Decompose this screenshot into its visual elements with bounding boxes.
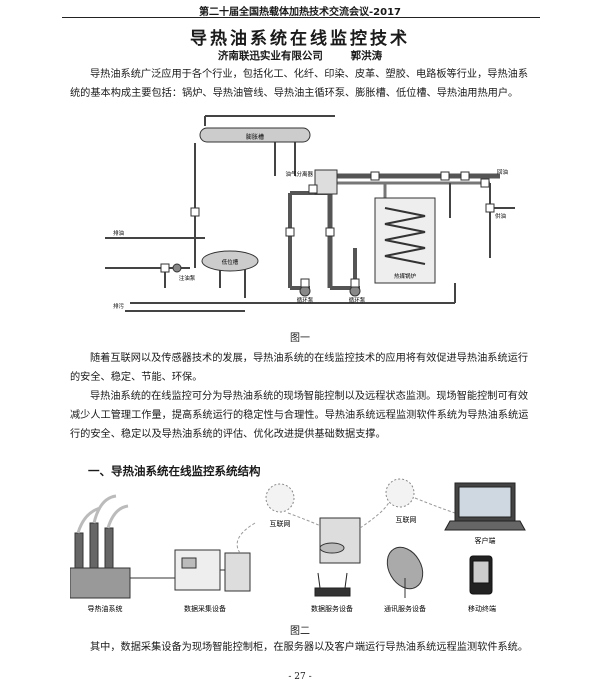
server-icon bbox=[319, 517, 361, 564]
label-collector: 数据采集设备 bbox=[184, 604, 226, 613]
label-server: 数据服务设备 bbox=[311, 604, 353, 613]
label-boiler: 热媒锅炉 bbox=[394, 272, 417, 280]
label-mobile: 移动终端 bbox=[468, 604, 496, 613]
authors-line: 济南联迅实业有限公司 郭洪涛 bbox=[0, 48, 600, 63]
figure-1-caption: 图一 bbox=[290, 333, 310, 344]
label-supply: 供油 bbox=[495, 212, 507, 220]
paragraph-4: 其中，数据采集设备为现场智能控制柜，在服务器以及客户端运行导热油系统远程监测软件… bbox=[90, 642, 529, 653]
expansion-tank bbox=[199, 127, 311, 143]
label-return: 回油 bbox=[497, 168, 509, 176]
article-title: 导热油系统在线监控技术 bbox=[190, 29, 410, 49]
label-fill-pump: 注油泵 bbox=[179, 274, 196, 282]
fill-pump bbox=[172, 263, 182, 273]
internet-right-icon bbox=[385, 478, 415, 508]
author-name: 郭洪涛 bbox=[350, 50, 383, 62]
author-company: 济南联迅实业有限公司 bbox=[217, 50, 323, 62]
label-circ-pump: 循环泵 bbox=[297, 296, 314, 304]
label-low-tank: 低位槽 bbox=[222, 258, 239, 266]
label-drain-2: 排污 bbox=[113, 302, 125, 310]
label-system: 导热油系统 bbox=[88, 604, 123, 613]
label-drain: 排油 bbox=[113, 229, 125, 237]
data-collector-device bbox=[130, 549, 251, 592]
section-heading-1: 一、导热油系统在线监控系统结构 bbox=[88, 464, 261, 478]
header-rule bbox=[62, 17, 540, 18]
laptop-client-icon bbox=[444, 482, 526, 531]
figure-2-caption: 图二 bbox=[290, 626, 310, 637]
label-gas-separator: 油气分离器 bbox=[285, 170, 313, 178]
router-icon bbox=[314, 572, 351, 597]
label-comm: 通讯服务设备 bbox=[384, 604, 426, 613]
gas-separator bbox=[314, 169, 338, 195]
low-level-tank bbox=[201, 250, 259, 272]
label-circ-pump-2: 循环泵 bbox=[349, 296, 366, 304]
label-expansion-tank: 膨胀槽 bbox=[246, 133, 264, 141]
factory-illustration bbox=[70, 494, 131, 599]
label-client: 客户端 bbox=[475, 536, 496, 545]
figure-2-architecture: 互联网 互联网 客户端 导热油系统 数据采集设备 数据服务设备 通讯服务设备 移… bbox=[70, 478, 526, 613]
paragraph-3: 导热油系统的在线监控可分为导热油系统的现场智能控制以及远程状态监测。现场智能控制… bbox=[70, 391, 529, 440]
mobile-phone-icon bbox=[469, 555, 493, 595]
paragraph-2: 随着互联网以及传感器技术的发展，导热油系统的在线监控技术的应用将有效促进导热油系… bbox=[70, 353, 529, 383]
internet-left-icon bbox=[265, 483, 295, 513]
boiler bbox=[374, 197, 436, 284]
satellite-dish-icon bbox=[386, 546, 424, 598]
label-internet-right: 互联网 bbox=[396, 515, 417, 524]
paragraph-intro: 导热油系统广泛应用于各个行业，包括化工、化纤、印染、皮革、塑胶、电路板等行业，导… bbox=[70, 69, 529, 99]
page-number: - 27 - bbox=[288, 672, 312, 682]
label-internet-left: 互联网 bbox=[270, 519, 291, 528]
conference-header: 第二十届全国热载体加热技术交流会议-2017 bbox=[199, 7, 401, 18]
figure-1-schematic: 膨胀槽 油气分离器 热媒锅炉 低位槽 循环泵 循环泵 注油泵 回油 供油 排油 … bbox=[105, 115, 515, 312]
